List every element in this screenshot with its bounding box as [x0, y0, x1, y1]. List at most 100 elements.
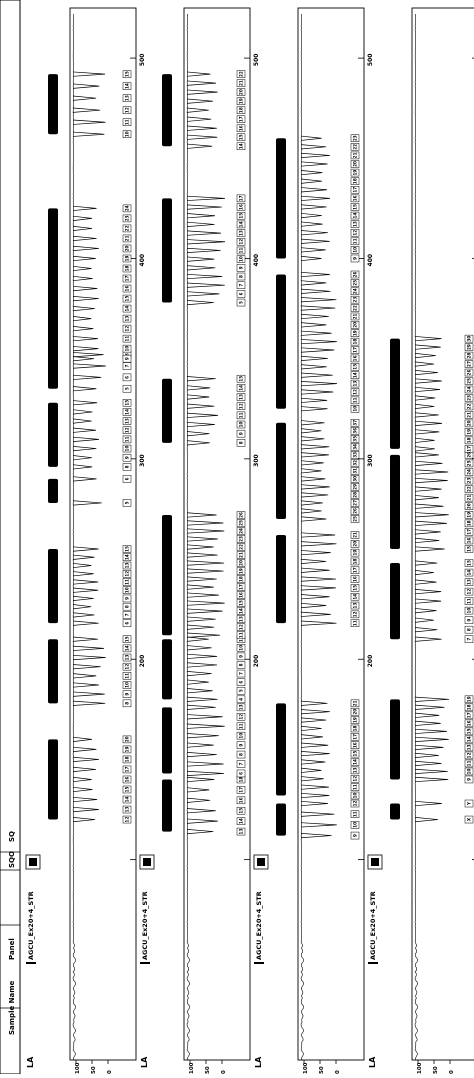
allele-label-box[interactable] [464, 334, 474, 343]
allele-label-box[interactable] [236, 124, 246, 132]
allele-label-box[interactable] [350, 699, 360, 708]
allele-label-box[interactable] [464, 343, 474, 351]
allele-label-box[interactable] [236, 769, 246, 778]
allele-label-box[interactable] [350, 531, 360, 539]
allele-label-box[interactable] [350, 254, 360, 263]
allele-label-box[interactable] [122, 294, 132, 303]
allele-label-box[interactable] [122, 373, 132, 382]
marker-bar[interactable] [48, 354, 58, 389]
allele-label-box[interactable] [122, 334, 132, 343]
marker-bar[interactable] [276, 803, 286, 836]
allele-label-box[interactable] [350, 435, 360, 443]
allele-label-box[interactable] [236, 298, 246, 307]
allele-label-box[interactable] [350, 774, 360, 783]
allele-label-box[interactable] [350, 388, 360, 396]
allele-label-box[interactable] [122, 785, 132, 794]
allele-label-box[interactable] [464, 385, 474, 394]
allele-label-box[interactable] [236, 615, 246, 623]
allele-label-box[interactable] [122, 569, 132, 578]
allele-label-box[interactable] [464, 485, 474, 493]
allele-label-box[interactable] [350, 443, 360, 451]
allele-label-box[interactable] [122, 499, 132, 507]
allele-label-box[interactable] [122, 662, 132, 671]
allele-label-box[interactable] [350, 499, 360, 507]
allele-label-box[interactable] [122, 672, 132, 680]
marker-bar[interactable] [390, 338, 400, 449]
allele-label-box[interactable] [464, 727, 474, 736]
allele-label-box[interactable] [350, 557, 360, 566]
allele-label-box[interactable] [350, 186, 360, 194]
allele-label-box[interactable] [464, 815, 474, 824]
allele-label-box[interactable] [122, 690, 132, 698]
allele-label-box[interactable] [122, 426, 132, 434]
allele-label-box[interactable] [464, 476, 474, 485]
allele-label-box[interactable] [122, 314, 132, 323]
allele-label-box[interactable] [236, 97, 246, 105]
allele-label-box[interactable] [350, 419, 360, 427]
marker-bar[interactable] [276, 422, 286, 519]
allele-label-box[interactable] [350, 799, 360, 808]
allele-label-box[interactable] [122, 130, 132, 138]
allele-label-box[interactable] [350, 346, 360, 354]
allele-label-box[interactable] [236, 591, 246, 599]
marker-bar[interactable] [162, 779, 172, 832]
allele-label-box[interactable] [122, 94, 132, 102]
allele-label-box[interactable] [464, 459, 474, 468]
allele-label-box[interactable] [236, 583, 246, 591]
allele-label-box[interactable] [464, 606, 474, 615]
allele-label-box[interactable] [122, 362, 132, 370]
allele-label-box[interactable] [122, 214, 132, 223]
allele-label-box[interactable] [122, 475, 132, 483]
marker-bar[interactable] [162, 707, 172, 774]
allele-label-box[interactable] [236, 420, 246, 429]
allele-label-box[interactable] [350, 279, 360, 287]
allele-label-box[interactable] [350, 491, 360, 499]
allele-label-box[interactable] [122, 561, 132, 570]
allele-label-box[interactable] [236, 786, 246, 794]
allele-label-box[interactable] [464, 351, 474, 360]
allele-label-box[interactable] [464, 767, 474, 776]
allele-label-box[interactable] [236, 713, 246, 721]
allele-label-box[interactable] [350, 716, 360, 724]
allele-label-box[interactable] [236, 429, 246, 438]
allele-label-box[interactable] [236, 607, 246, 615]
allele-label-box[interactable] [350, 741, 360, 749]
allele-label-box[interactable] [236, 194, 246, 203]
allele-label-box[interactable] [350, 592, 360, 601]
allele-label-box[interactable] [236, 264, 246, 272]
allele-label-box[interactable] [122, 765, 132, 774]
allele-label-box[interactable] [350, 295, 360, 304]
allele-label-box[interactable] [122, 735, 132, 744]
allele-label-box[interactable] [350, 791, 360, 800]
allele-label-box[interactable] [122, 653, 132, 662]
allele-label-box[interactable] [236, 142, 246, 151]
allele-label-box[interactable] [122, 344, 132, 353]
allele-label-box[interactable] [236, 817, 246, 825]
allele-label-box[interactable] [236, 272, 246, 281]
allele-label-box[interactable] [236, 731, 246, 740]
allele-label-box[interactable] [464, 703, 474, 712]
allele-label-box[interactable] [350, 610, 360, 619]
allele-label-box[interactable] [350, 160, 360, 168]
allele-label-box[interactable] [464, 635, 474, 643]
allele-label-box[interactable] [122, 244, 132, 253]
allele-label-box[interactable] [350, 246, 360, 254]
allele-label-box[interactable] [350, 379, 360, 388]
allele-label-box[interactable] [122, 775, 132, 784]
allele-label-box[interactable] [236, 511, 246, 519]
allele-label-box[interactable] [350, 584, 360, 592]
allele-label-box[interactable] [464, 368, 474, 377]
allele-label-box[interactable] [122, 224, 132, 233]
allele-label-box[interactable] [464, 711, 474, 720]
allele-label-box[interactable] [464, 428, 474, 436]
allele-label-box[interactable] [122, 545, 132, 553]
allele-label-box[interactable] [350, 354, 360, 363]
allele-label-box[interactable] [464, 545, 474, 553]
allele-label-box[interactable] [236, 290, 246, 298]
marker-bar[interactable] [48, 478, 58, 503]
allele-label-box[interactable] [236, 631, 246, 639]
allele-label-box[interactable] [350, 337, 360, 346]
allele-label-box[interactable] [122, 118, 132, 126]
allele-label-box[interactable] [122, 354, 132, 363]
allele-label-box[interactable] [122, 755, 132, 764]
